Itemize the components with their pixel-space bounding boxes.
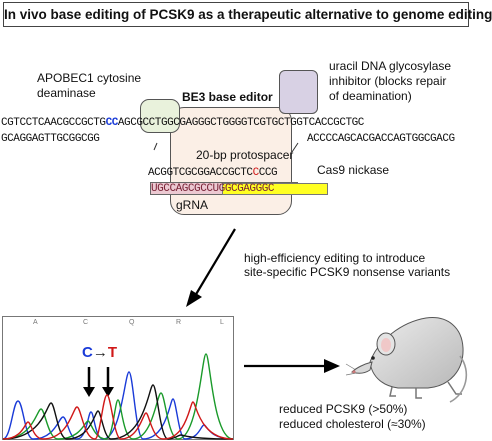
dna-top-strand: CGTCCTCAACGCCGCTGCCAGCGCCTGGCGAGGGCTGGGG… [1,117,364,129]
dna-bottom-right: ACCCCAGCACGACCAGTGGCGACG [307,133,455,145]
chromatogram-panel: A C Q R L C→T [2,316,234,440]
pointer-arrows [83,367,114,397]
diagonal-arrow-icon [186,228,236,307]
grna-label: gRNA [176,198,209,212]
udi-label-3: of deamination) [329,89,412,103]
udi-label-2: inhibitor (blocks repair [329,74,447,88]
bubble-left-line [153,142,158,151]
bubble-right-line [291,142,299,153]
protospacer-seq: ACGGTCGCGGACCGCTC [148,167,253,179]
edit-arrow-glyph: → [92,344,108,361]
grna-sequence: UGCCAGCGCCUGGCGAGGGC [151,183,275,195]
mouse-illustration [345,317,468,403]
dna-bottom-left: GCAGGAGTTGCGGCGG [1,133,100,145]
base-2: C [83,319,89,326]
be3-base-editor-box [170,107,292,215]
apobec-label-1: APOBEC1 cytosine [37,71,142,85]
top-strand-prefix: CGTCCTCAACGCCGCTG [1,117,106,129]
protospacer-seq-end: CCG [258,167,278,179]
be3-label: BE3 base editor [182,90,273,104]
edit-to-base: T [107,344,118,361]
cas9-bar [222,183,328,195]
arrow-caption-1: high-efficiency editing to introduce [244,251,426,265]
udi-label-1: uracil DNA glycosylase [329,59,452,73]
base-5: L [220,319,224,326]
edit-annotation: C→T [82,344,117,361]
arrow-caption-2: site-specific PCSK9 nonsense variants [244,265,451,279]
page-title: In vivo base editing of PCSK9 as a thera… [4,7,492,22]
protospacer-label: 20-bp protospacer [196,148,294,162]
base-4: R [176,319,182,326]
cas9-label: Cas9 nickase [317,163,390,177]
right-arrow-icon [244,359,340,373]
strand-connectors [153,142,299,153]
apobec1-domain-box [140,99,180,133]
nick-site: C [252,167,260,179]
target-cc: CC [105,117,119,129]
edit-from-base: C [82,344,93,361]
ugi-domain-box [279,70,318,114]
result-line-2: reduced cholesterol (≈30%) [279,417,426,431]
apobec-label-2: deaminase [37,86,96,100]
base-1: A [33,319,38,326]
title-box: In vivo base editing of PCSK9 as a thera… [3,2,492,27]
result-line-1: reduced PCSK9 (>50%) [279,402,408,416]
protospacer-strand: ACGGTCGCGGACCGCTCCCCG [148,167,278,179]
top-strand-suffix: AGCGCCTGGCGAGGGCTGGGGTCGTGCTGGTCACCGCTGC [117,117,364,129]
chromatogram-traces [2,353,234,440]
base-3: Q [129,319,135,326]
